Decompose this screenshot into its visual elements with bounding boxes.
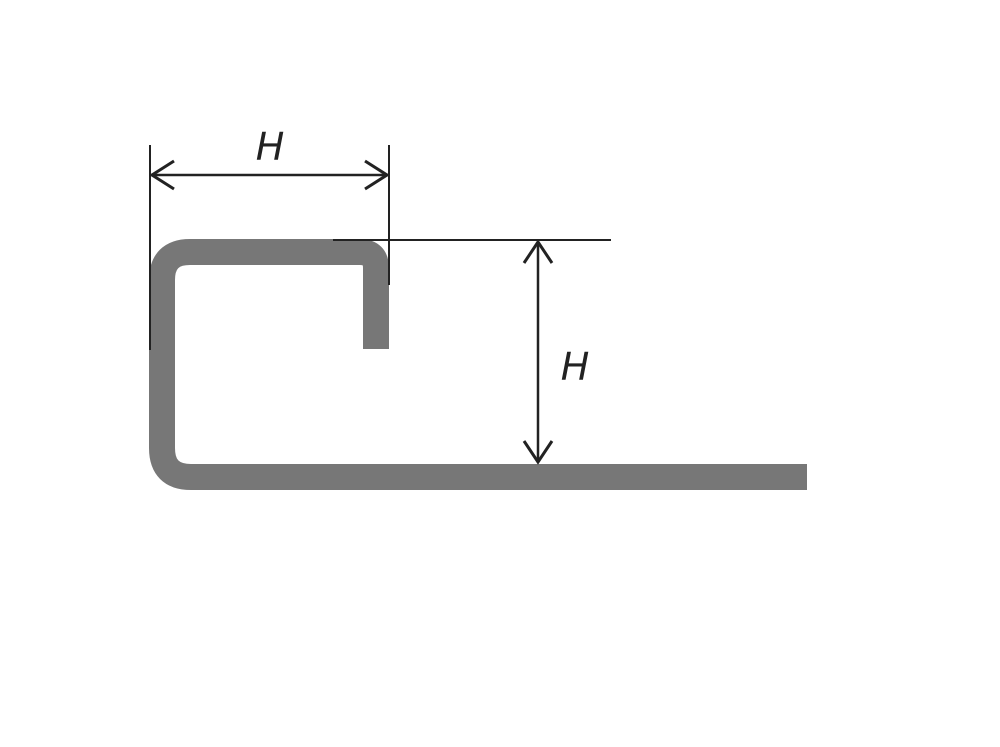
width-dimension-label: H <box>256 125 285 169</box>
height-dimension: H <box>333 239 611 465</box>
height-arrow-bottom-icon <box>522 440 554 465</box>
trim-profile <box>149 239 807 490</box>
width-arrow-left-icon <box>149 159 175 191</box>
width-arrow-right-icon <box>364 159 390 191</box>
height-dimension-label: H <box>561 345 590 389</box>
height-arrow-top-icon <box>522 239 554 264</box>
width-dimension: H <box>149 125 390 350</box>
